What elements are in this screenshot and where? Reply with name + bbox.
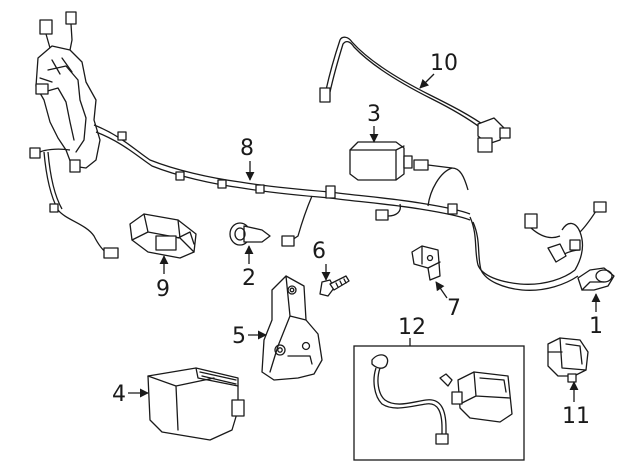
connector-top-b (65, 11, 77, 25)
part-6-bolt (319, 275, 350, 297)
callout-2: 2 (242, 245, 256, 291)
part-3-module (349, 141, 413, 181)
connector-top-a (39, 19, 53, 35)
callout-12: 12 (398, 315, 426, 346)
callout-9: 9 (156, 255, 170, 302)
inset-frame (353, 345, 525, 461)
callout-label: 1 (589, 314, 603, 339)
callout-label: 4 (112, 382, 126, 407)
callout-label: 5 (232, 324, 246, 349)
part-7-bracket (411, 245, 441, 281)
part-2-sensor (229, 222, 271, 246)
part-12-kit-inset (353, 345, 525, 461)
callout-10: 10 (419, 51, 458, 89)
part-8-wiring-harness (29, 11, 607, 291)
part-11-sensor (547, 337, 589, 383)
callout-label: 11 (562, 404, 590, 429)
callout-label: 12 (398, 315, 426, 340)
callout-8: 8 (240, 136, 255, 181)
callout-5: 5 (232, 324, 267, 349)
callout-4: 4 (112, 382, 149, 407)
callout-label: 7 (447, 296, 461, 321)
callout-label: 8 (240, 136, 254, 161)
part-1-sensor (577, 267, 615, 291)
part-10-harness (319, 36, 511, 153)
callout-label: 2 (242, 266, 256, 291)
callout-3: 3 (367, 102, 381, 143)
callout-label: 3 (367, 102, 381, 127)
part-5-bracket (261, 275, 323, 381)
callout-11: 11 (562, 381, 590, 429)
callout-6: 6 (312, 239, 331, 281)
callout-label: 9 (156, 277, 170, 302)
part-9-sensor (129, 213, 197, 259)
callout-1: 1 (589, 293, 603, 339)
callout-7: 7 (435, 281, 461, 321)
callout-label: 6 (312, 239, 326, 264)
part-4-module (147, 367, 245, 441)
callout-label: 10 (430, 51, 458, 76)
